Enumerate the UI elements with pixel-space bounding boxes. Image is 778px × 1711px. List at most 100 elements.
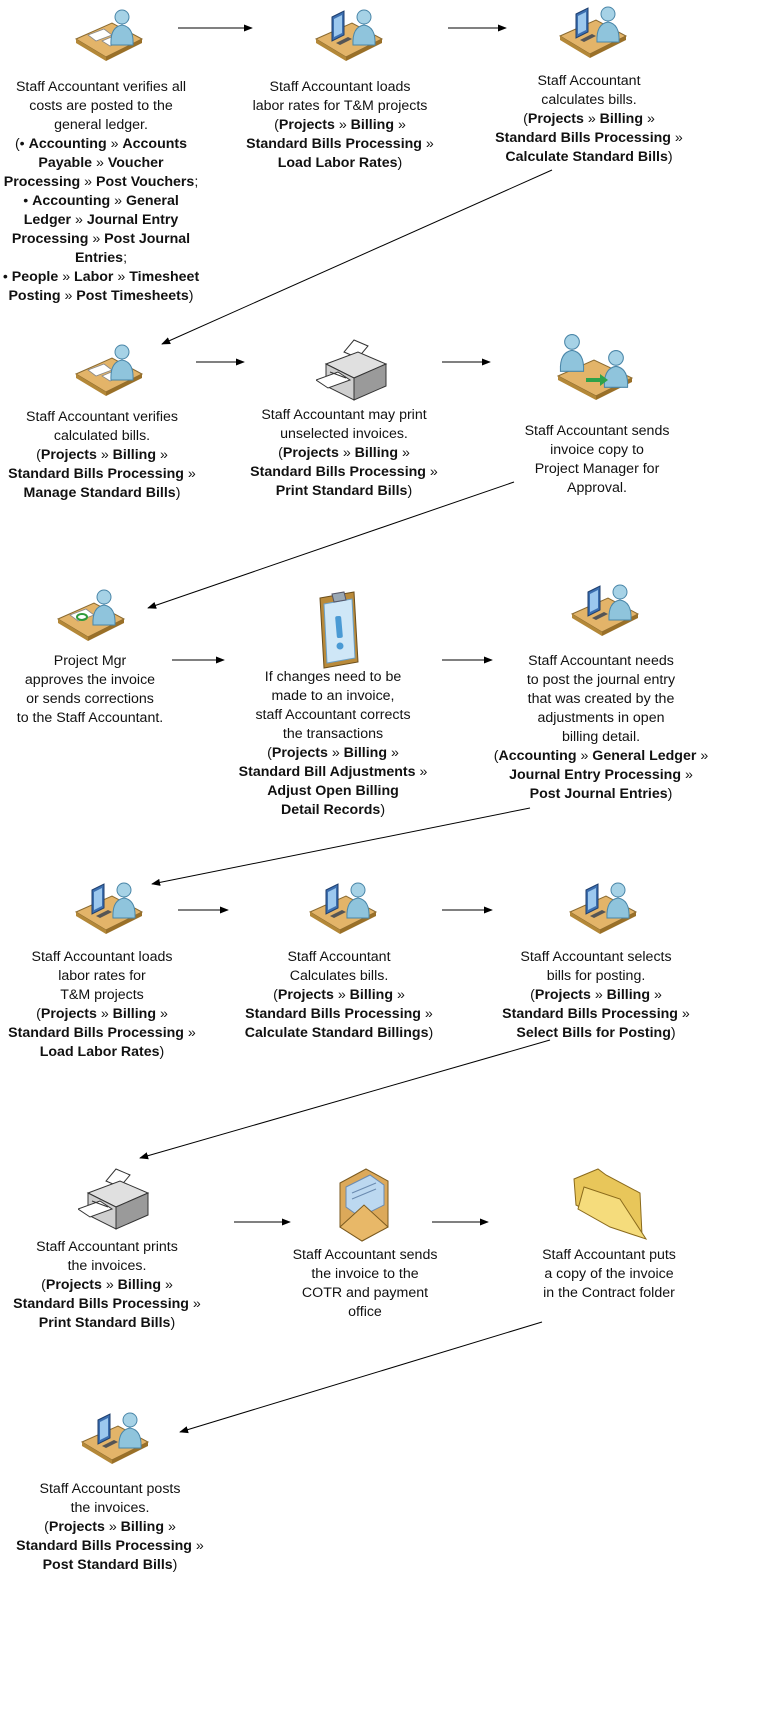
caption-line: Staff Accountant	[287, 949, 391, 965]
caption-line: (Projects » Billing »	[36, 1006, 168, 1022]
caption-line: Processing » Post Vouchers;	[3, 174, 199, 190]
caption-line: labor rates for	[58, 968, 146, 984]
step-caption-8: If changes need to be made to an invoice,…	[228, 668, 438, 820]
caption-line: Post Journal Entries)	[529, 786, 673, 802]
caption-line: Standard Bill Adjustments »	[238, 764, 428, 780]
folder-icon	[570, 1165, 650, 1246]
caption-line: invoice copy to	[550, 442, 644, 458]
caption-line: Staff Accountant needs	[528, 653, 674, 669]
caption-line: Staff Accountant sends	[292, 1247, 438, 1263]
flow-arrow-n6-n7	[147, 481, 515, 609]
caption-line: Standard Bills Processing »	[8, 1025, 196, 1041]
caption-line: Staff Accountant posts	[39, 1481, 181, 1497]
caption-line: the invoices.	[70, 1500, 150, 1516]
step-caption-12: Staff Accountant selects bills for postin…	[496, 948, 696, 1043]
caption-line: T&M projects	[60, 987, 144, 1003]
caption-line: Entries;	[74, 250, 128, 266]
computer-worker-icon	[566, 878, 642, 947]
caption-line: (Projects » Billing »	[523, 111, 655, 127]
caption-line: Processing » Post Journal	[11, 231, 191, 247]
caption-line: • Accounting » General	[23, 193, 179, 209]
caption-line: Standard Bills Processing »	[250, 464, 438, 480]
flow-arrow-n12-n13	[139, 1039, 551, 1160]
caption-line: Calculate Standard Billings)	[244, 1025, 434, 1041]
step-caption-5: Staff Accountant may print unselected inv…	[244, 406, 444, 501]
computer-worker-icon	[72, 878, 148, 947]
caption-line: Standard Bills Processing »	[8, 466, 196, 482]
caption-line: Project Manager for	[534, 461, 660, 477]
flow-arrow-n9-n10	[151, 807, 531, 886]
caption-line: bills for posting.	[546, 968, 646, 984]
caption-line: Ledger » Journal Entry	[23, 212, 179, 228]
computer-worker-icon	[556, 2, 632, 71]
caption-line: Posting » Post Timesheets)	[8, 288, 194, 304]
desk-worker-icon	[72, 5, 148, 74]
envelope-icon	[336, 1165, 392, 1248]
caption-line: Adjust Open Billing	[267, 783, 399, 799]
caption-line: Standard Bills Processing »	[16, 1538, 204, 1554]
computer-worker-icon	[312, 5, 388, 74]
caption-line: Print Standard Bills)	[275, 483, 413, 499]
meeting-icon	[552, 330, 636, 415]
printer-icon	[314, 336, 394, 411]
caption-line: labor rates for T&M projects	[252, 98, 428, 114]
caption-line: unselected invoices.	[280, 426, 408, 442]
computer-worker-icon	[306, 878, 382, 947]
caption-line: (Projects » Billing »	[41, 1277, 173, 1293]
caption-line: adjustments in open	[537, 710, 665, 726]
caption-line: Manage Standard Bills)	[23, 485, 181, 501]
caption-line: (Projects » Billing »	[36, 447, 168, 463]
caption-line: approves the invoice	[24, 672, 156, 688]
caption-line: Staff Accountant prints	[36, 1239, 178, 1255]
caption-line: that was created by the	[527, 691, 675, 707]
caption-line: in the Contract folder	[543, 1285, 675, 1301]
caption-line: Staff Accountant selects	[520, 949, 672, 965]
caption-line: Staff Accountant puts	[542, 1247, 676, 1263]
caption-line: Staff Accountant	[537, 73, 641, 89]
computer-worker-icon	[78, 1408, 154, 1477]
approval-desk-icon	[54, 585, 130, 654]
caption-line: COTR and payment	[301, 1285, 429, 1301]
caption-line: the invoice to the	[311, 1266, 419, 1282]
caption-line: calculated bills.	[53, 428, 151, 444]
caption-line: Detail Records)	[280, 802, 386, 818]
caption-line: to the Staff Accountant.	[16, 710, 164, 726]
caption-line: Standard Bills Processing »	[246, 136, 434, 152]
caption-line: general ledger.	[54, 117, 148, 133]
caption-line: Payable » Voucher	[38, 155, 164, 171]
printer-icon	[76, 1165, 156, 1240]
caption-line: Load Labor Rates)	[277, 155, 403, 171]
caption-line: (Accounting » General Ledger »	[493, 748, 709, 764]
caption-line: Calculate Standard Bills)	[505, 149, 673, 165]
flow-arrow-n15-n16	[179, 1321, 543, 1434]
caption-line: (Projects » Billing »	[267, 745, 399, 761]
caption-line: (Projects » Billing »	[530, 987, 662, 1003]
caption-line: to post the journal entry	[526, 672, 676, 688]
caption-line: Post Standard Bills)	[42, 1557, 178, 1573]
caption-line: made to an invoice,	[271, 688, 395, 704]
caption-line: billing detail.	[561, 729, 641, 745]
caption-line: Staff Accountant may print	[261, 407, 427, 423]
desk-worker-icon	[72, 340, 148, 409]
caption-line: If changes need to be	[264, 669, 402, 685]
step-caption-9: Staff Accountant needs to post the journa…	[488, 652, 714, 804]
caption-line: Staff Accountant loads	[31, 949, 173, 965]
caption-line: Standard Bills Processing »	[245, 1006, 433, 1022]
caption-line: Select Bills for Posting)	[516, 1025, 676, 1041]
caption-line: (Projects » Billing »	[44, 1519, 176, 1535]
computer-worker-icon	[568, 580, 644, 649]
caption-line: (Projects » Billing »	[274, 117, 406, 133]
caption-line: office	[348, 1304, 382, 1320]
caption-line: Staff Accountant verifies all	[15, 79, 187, 95]
